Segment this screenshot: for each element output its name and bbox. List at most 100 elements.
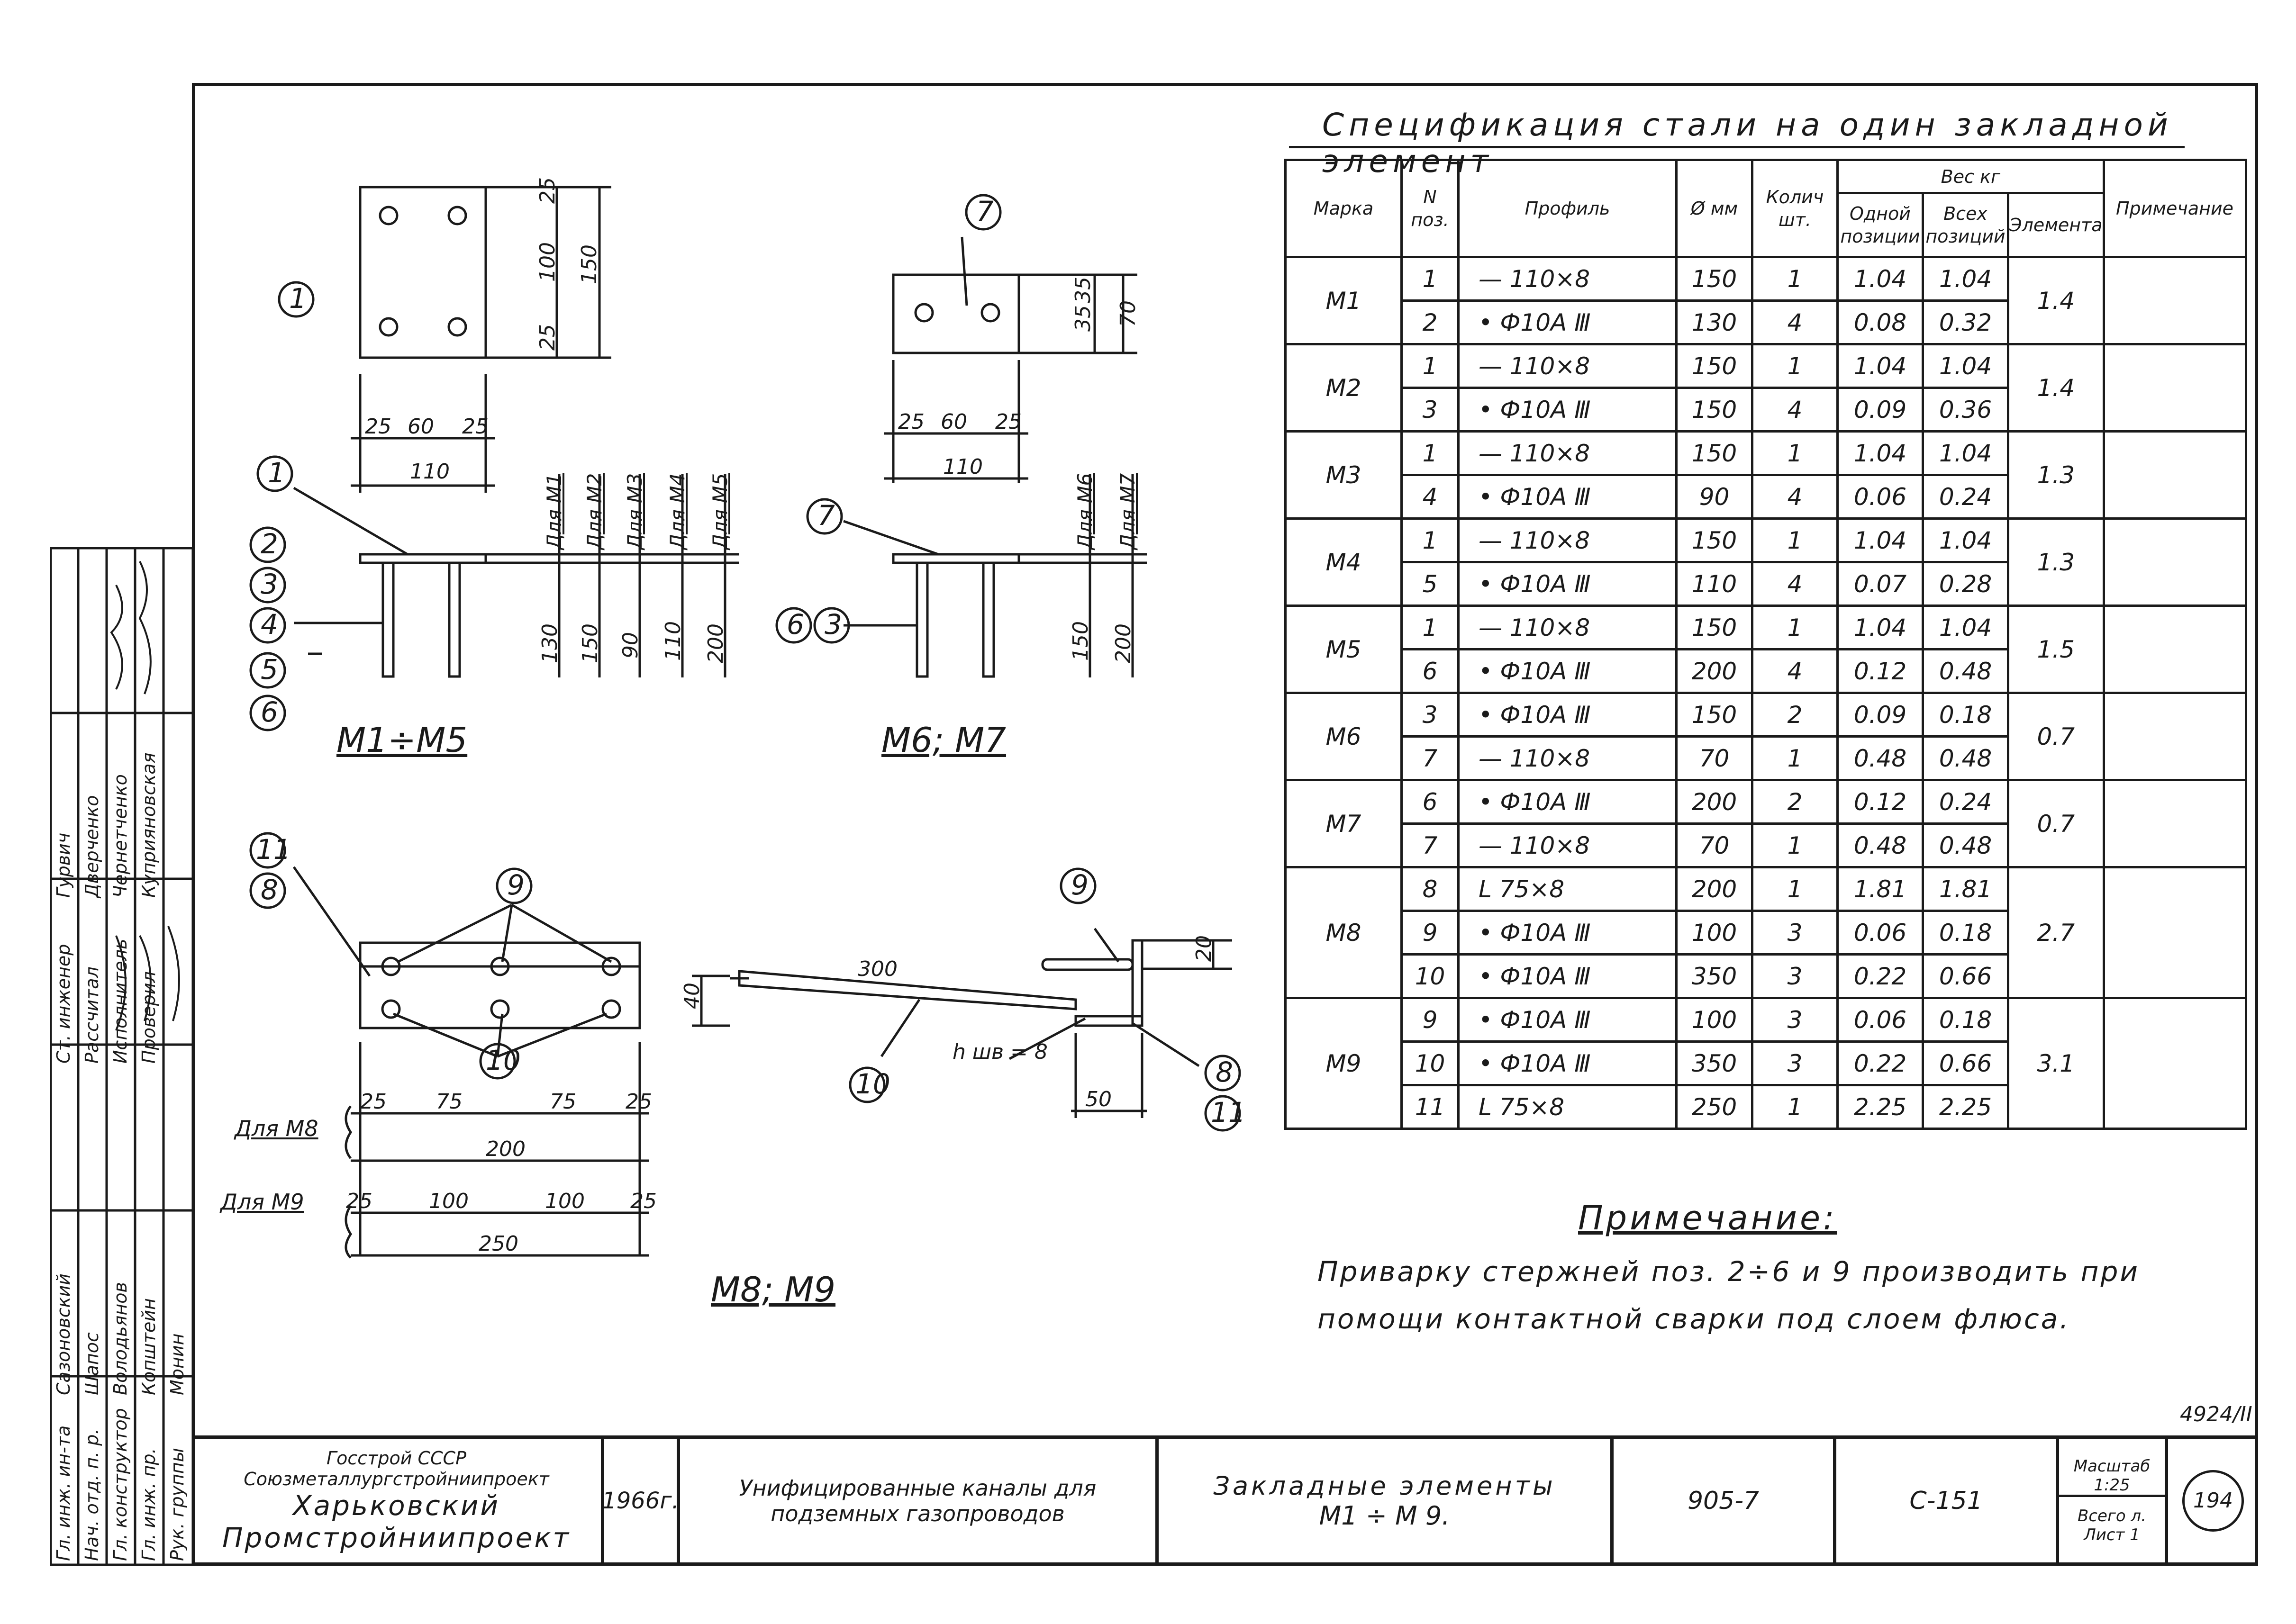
cell-w-all: 0.24 (1922, 779, 2009, 825)
stamp-role: Проверил (138, 971, 159, 1064)
for-m2-label: Для М2 (583, 473, 606, 550)
cell-w-elem: 0.7 (2007, 692, 2105, 781)
cell-profile: L 75×8 (1457, 866, 1678, 912)
for-m3-label: Для М3 (623, 473, 646, 550)
cell-qty: 4 (1751, 474, 1839, 520)
cell-note (2102, 997, 2247, 1130)
drawing-annotation: 9 (507, 869, 525, 901)
drawing-dimension: 150 (578, 623, 602, 663)
cell-w-one: 0.09 (1836, 387, 1924, 433)
drawing-annotation: 2 (261, 528, 278, 560)
cell-qty: 1 (1751, 822, 1839, 868)
cell-qty: 1 (1751, 517, 1839, 563)
cell-mark: М1 (1284, 256, 1403, 345)
drawing-dimension: 20 (1192, 935, 1216, 962)
side-stamp (50, 547, 195, 1566)
cell-note (2102, 779, 2247, 868)
drawing-dimension: 150 (577, 244, 601, 284)
cell-w-one: 2.25 (1836, 1084, 1924, 1130)
tb-scale-label: Масштаб (2073, 1457, 2151, 1476)
note-line-2: помощи контактной сварки под слоем флюса… (1317, 1303, 2070, 1335)
cell-w-all: 0.36 (1922, 387, 2009, 433)
drawing-dimension: 40 (680, 983, 704, 1009)
cell-diam: 70 (1675, 822, 1753, 868)
tb-scale: 1:25 (2059, 1476, 2165, 1497)
cell-w-one: 0.07 (1836, 561, 1924, 607)
cell-profile: L 75×8 (1457, 1084, 1678, 1130)
cell-profile: — 110×8 (1457, 517, 1678, 563)
cell-w-one: 1.81 (1836, 866, 1924, 912)
cell-diam: 110 (1675, 561, 1753, 607)
cell-w-all: 0.18 (1922, 997, 2009, 1043)
cell-w-elem: 1.3 (2007, 517, 2105, 607)
cell-w-one: 0.06 (1836, 910, 1924, 956)
cell-w-one: 1.04 (1836, 430, 1924, 476)
tb-sheet-title-1: Закладные элементы (1213, 1471, 1556, 1501)
cell-w-all: 0.48 (1922, 822, 2009, 868)
drawing-dimension: 35 (1071, 305, 1095, 332)
tb-sheet-title-2: М1 ÷ М 9. (1319, 1500, 1450, 1531)
cell-w-all: 0.66 (1922, 953, 2009, 999)
drawing-annotation: 3 (825, 608, 842, 641)
drawing-annotation: 8 (261, 874, 278, 906)
cell-diam: 150 (1675, 692, 1753, 738)
drawing-annotation: 100 (429, 1189, 469, 1213)
cell-w-elem: 2.7 (2007, 866, 2105, 999)
spec-table: Марка N поз. Профиль Ø мм Колич шт. Вес … (1284, 159, 2247, 1130)
drawing-dimension: 25 (535, 324, 560, 351)
cell-note (2102, 256, 2247, 345)
cell-w-all: 0.48 (1922, 648, 2009, 694)
drawing-dimension: 110 (661, 621, 685, 661)
drawing-annotation: 100 (545, 1189, 585, 1213)
cell-w-all: 1.04 (1922, 517, 2009, 563)
cell-pos: 1 (1400, 517, 1460, 563)
cell-profile: • Ф10А Ⅲ (1457, 648, 1678, 694)
cell-diam: 150 (1675, 604, 1753, 650)
cell-profile: — 110×8 (1457, 822, 1678, 868)
cell-qty: 4 (1751, 561, 1839, 607)
cell-profile: — 110×8 (1457, 343, 1678, 389)
cell-mark: М8 (1284, 866, 1403, 999)
drawing-annotation: 1 (268, 457, 285, 489)
for-m4-label: Для М4 (666, 473, 689, 550)
drawing-dimension: 35 (1071, 277, 1095, 303)
for-m6-label: Для М6 (1073, 473, 1097, 550)
cell-pos: 1 (1400, 256, 1460, 302)
cell-w-all: 0.32 (1922, 299, 2009, 345)
cell-profile: — 110×8 (1457, 256, 1678, 302)
stamp-role: Ст. инженер (53, 944, 74, 1064)
cell-w-one: 0.22 (1836, 1040, 1924, 1086)
drawing-annotation: 25 (995, 410, 1022, 434)
th-marka: Марка (1284, 159, 1403, 258)
cell-note (2102, 343, 2247, 433)
cell-qty: 1 (1751, 1084, 1839, 1130)
cell-w-elem: 1.3 (2007, 430, 2105, 520)
drawing-annotation: 7 (976, 195, 994, 227)
m8m9-label: М8; М9 (711, 1270, 836, 1309)
drawing-dimension: 25 (535, 177, 560, 204)
cell-profile: • Ф10А Ⅲ (1457, 910, 1678, 956)
stamp-name: Гурвич (53, 832, 74, 898)
cell-diam: 100 (1675, 910, 1753, 956)
cell-profile: • Ф10А Ⅲ (1457, 387, 1678, 433)
drawing-annotation: 9 (1071, 869, 1089, 901)
cell-w-one: 0.09 (1836, 692, 1924, 738)
cell-diam: 70 (1675, 735, 1753, 781)
drawing-dimension: 200 (704, 623, 728, 663)
cell-qty: 1 (1751, 343, 1839, 389)
cell-pos: 3 (1400, 692, 1460, 738)
cell-profile: • Ф10А Ⅲ (1457, 953, 1678, 999)
cell-w-all: 0.18 (1922, 692, 2009, 738)
drawing-dimension: 130 (538, 623, 562, 663)
cell-qty: 1 (1751, 430, 1839, 476)
for-m9-label: Для М9 (220, 1189, 304, 1215)
m1m5-hole-3 (379, 317, 399, 337)
drawing-annotation: 50 (1085, 1087, 1112, 1111)
